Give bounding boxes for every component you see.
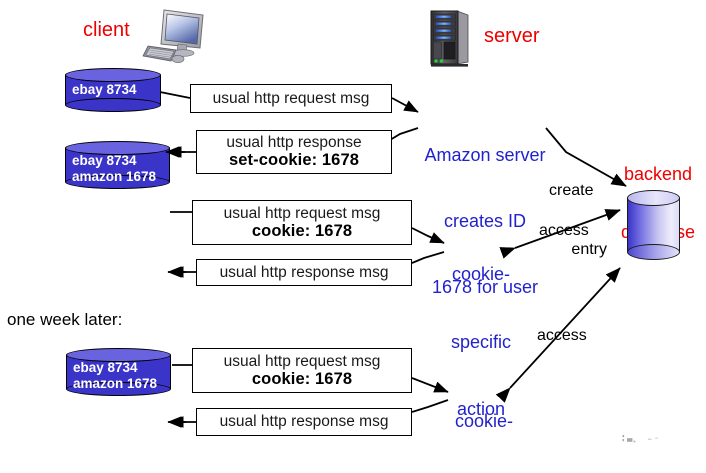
server-tower-icon <box>424 6 476 68</box>
cylinder-bottom <box>65 98 161 112</box>
message-box-4: usual http response msg <box>196 259 412 286</box>
cookie-action-bottom-line1: cookie- <box>454 411 514 431</box>
message-box-2: usual http response set-cookie: 1678 <box>196 130 392 174</box>
message-box-2-line1: usual http response <box>226 134 362 152</box>
db-cylinder-top <box>627 190 680 206</box>
message-box-6: usual http response msg <box>196 408 412 436</box>
amazon-server-note-line1: Amazon server <box>424 144 546 165</box>
cookie-file-2: ebay 8734 amazon 1678 <box>65 141 170 197</box>
cookie-file-3-line2: amazon 1678 <box>73 376 158 391</box>
db-cylinder-body <box>627 198 680 252</box>
message-box-5: usual http request msg cookie: 1678 <box>192 348 412 393</box>
message-box-1: usual http request msg <box>190 84 392 113</box>
message-box-4-line1: usual http response msg <box>219 263 389 281</box>
message-box-5-line2: cookie: 1678 <box>251 369 353 388</box>
message-box-3-line2: cookie: 1678 <box>251 221 353 240</box>
cylinder-bottom <box>65 175 170 189</box>
create-entry-line1: create <box>549 182 594 200</box>
cookie-file-1-text: ebay 8734 <box>72 82 137 97</box>
backend-database-line1: backend <box>623 163 693 184</box>
page-artifact-mark <box>622 434 662 446</box>
create-entry-label: create entry <box>549 142 611 298</box>
db-cylinder-bottom <box>627 244 680 260</box>
message-box-1-line1: usual http request msg <box>212 89 370 107</box>
cylinder-top <box>66 348 171 362</box>
cylinder-bottom <box>66 382 171 396</box>
cookie-file-1: ebay 8734 <box>65 68 161 118</box>
message-box-6-line1: usual http response msg <box>219 413 389 431</box>
database-cylinder-icon <box>627 190 680 262</box>
cookie-action-top-line3: action <box>456 399 506 419</box>
cookie-specific-action-bottom: cookie- specific action <box>446 365 522 473</box>
message-box-3: usual http request msg cookie: 1678 <box>192 200 412 245</box>
access-label-top: access <box>539 222 589 239</box>
cookie-file-3-line1: ebay 8734 <box>73 360 138 375</box>
message-box-2-line2: set-cookie: 1678 <box>229 151 359 170</box>
access-label-bottom: access <box>537 327 587 344</box>
cylinder-top <box>65 68 161 82</box>
cookie-file-2-line2: amazon 1678 <box>72 169 157 184</box>
desktop-computer-icon <box>142 6 208 68</box>
one-week-later-label: one week later: <box>7 310 123 329</box>
create-entry-line2: entry <box>571 240 607 258</box>
client-label: client <box>83 19 130 41</box>
cookie-file-2-line1: ebay 8734 <box>72 153 137 168</box>
server-label: server <box>484 25 540 47</box>
message-box-5-line1: usual http request msg <box>223 352 381 370</box>
cookie-action-top-line1: cookie- <box>451 264 511 284</box>
cookie-file-3: ebay 8734 amazon 1678 <box>66 348 171 404</box>
cookie-action-top-line2: specific <box>450 331 512 352</box>
message-box-3-line1: usual http request msg <box>223 204 381 222</box>
